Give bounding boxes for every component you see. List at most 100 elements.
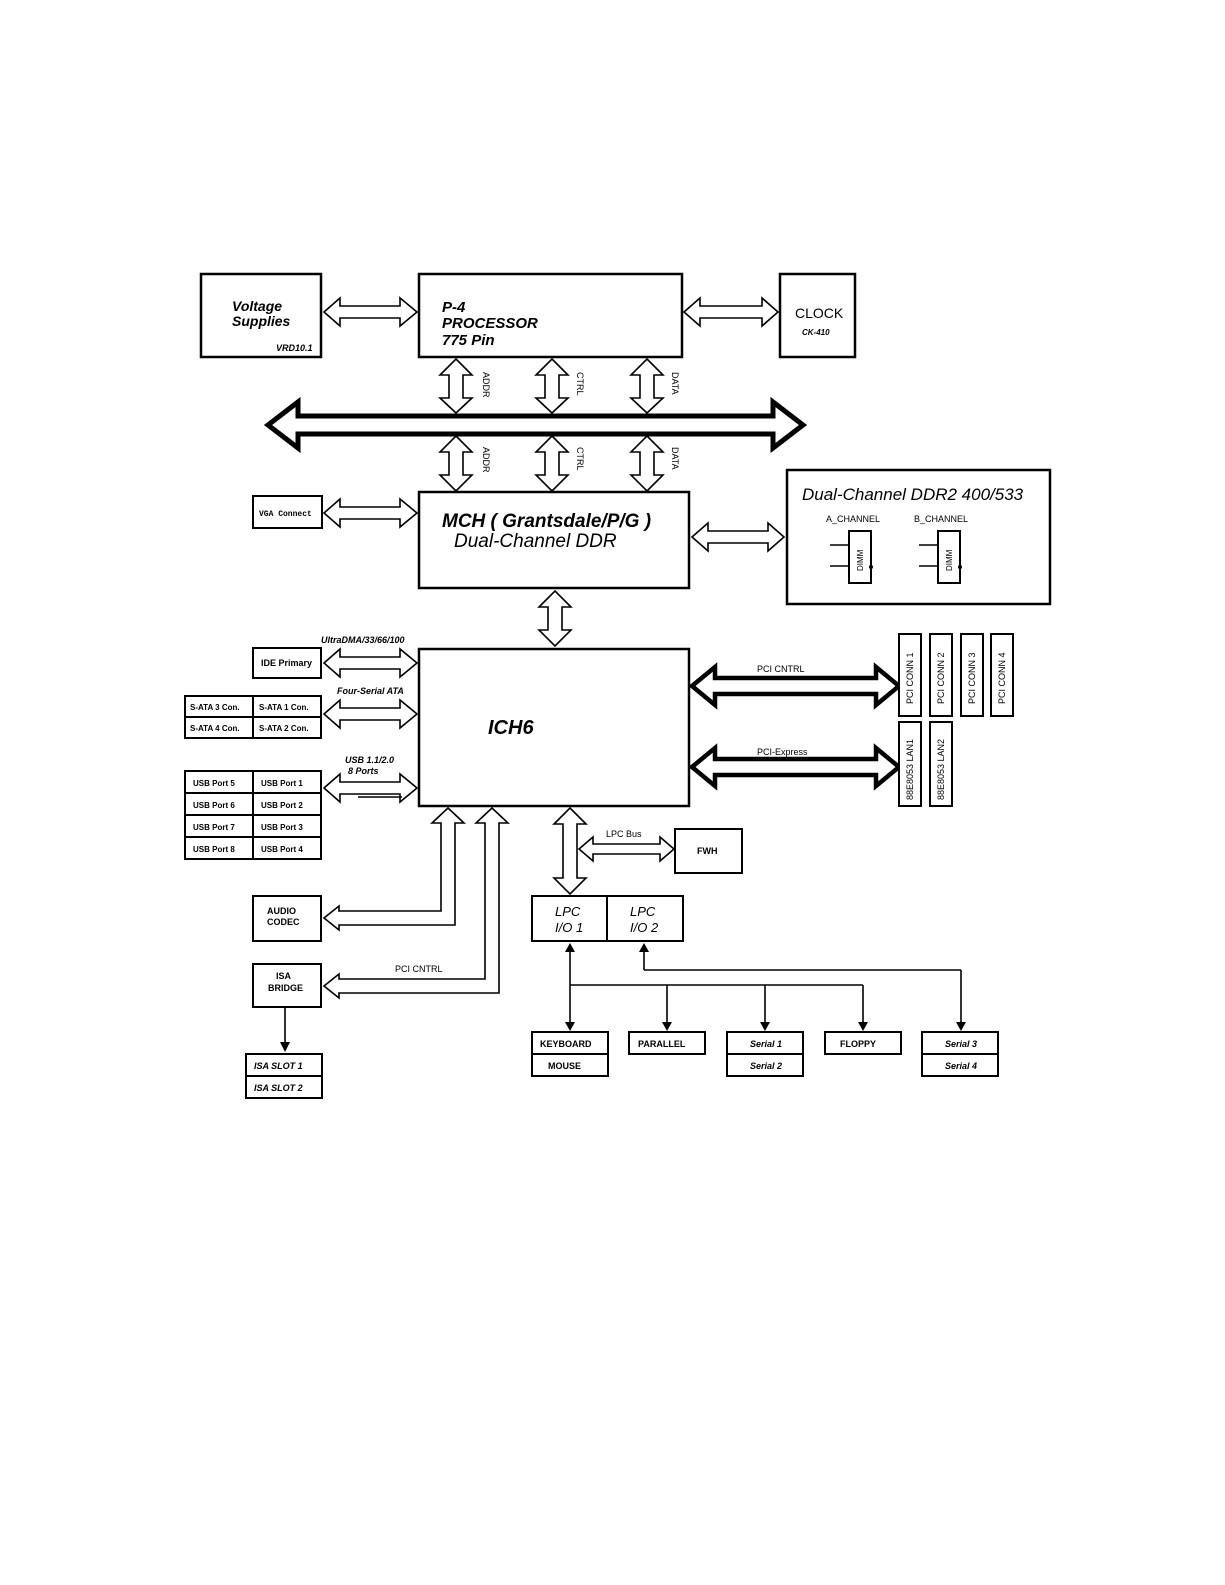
lpc-fwh-arrow <box>577 835 676 863</box>
fwh-block: FWH <box>674 828 743 874</box>
dimm-a-slot: DIMM <box>830 530 873 584</box>
isa-bridge-block: ISA BRIDGE <box>252 963 322 1008</box>
ich-lpc-arrow <box>552 806 588 896</box>
mch-ctrl-arrow <box>534 434 570 493</box>
isa-label-2: BRIDGE <box>268 983 303 993</box>
vga-mch-arrow <box>322 497 419 529</box>
clock-block: CLOCK CK-410 <box>778 272 857 359</box>
lan-2: 88E8053 LAN2 <box>936 739 946 800</box>
mch-label-2: Dual-Channel DDR <box>454 531 617 552</box>
isa-ich-arrow <box>322 806 511 1000</box>
pcie-bus-label: PCI-Express <box>757 747 808 757</box>
mch-memory-arrow <box>690 521 786 553</box>
usb-port-8: USB Port 8 <box>193 845 235 854</box>
lpc-bus-label: LPC Bus <box>606 829 642 839</box>
ide-primary-block: IDE Primary <box>252 647 322 679</box>
voltage-label-1: Voltage <box>232 298 282 314</box>
serial-4-label: Serial 4 <box>945 1061 977 1071</box>
clock-label: CLOCK <box>795 305 844 321</box>
serial-1-label: Serial 1 <box>750 1039 782 1049</box>
vga-label: VGA Connect <box>259 510 312 519</box>
mch-addr-arrow <box>438 434 474 493</box>
serial-2-label: Serial 2 <box>750 1061 782 1071</box>
ctrl-label-bottom: CTRL <box>575 447 585 471</box>
lpc-peripheral-lines <box>565 943 966 1031</box>
usb-port-2: USB Port 2 <box>261 801 303 810</box>
isa-slot-arrowhead <box>280 1042 290 1052</box>
sata-port-3: S-ATA 3 Con. <box>190 703 240 712</box>
mch-block: MCH ( Grantsdale/P/G ) Dual-Channel DDR <box>417 490 691 590</box>
system-bus-arrow <box>263 396 808 454</box>
sata-bus-label: Four-Serial ATA <box>337 686 404 696</box>
ide-ich-arrow <box>322 647 419 679</box>
lpc-io-block: LPC I/O 1 LPC I/O 2 <box>531 895 684 942</box>
processor-addr-arrow <box>437 357 475 415</box>
dimm-b-slot: DIMM <box>919 530 962 584</box>
pci-slot-1: PCI CONN 1 <box>905 652 915 704</box>
channel-b-label: B_CHANNEL <box>914 514 968 524</box>
parallel-label: PARALLEL <box>638 1039 686 1049</box>
memory-block: Dual-Channel DDR2 400/533 A_CHANNEL B_CH… <box>785 468 1052 606</box>
pci-slot-4: PCI CONN 4 <box>997 652 1007 704</box>
usb-port-7: USB Port 7 <box>193 823 235 832</box>
processor-block: P-4 PROCESSOR 775 Pin <box>417 272 684 359</box>
dimm-b-label: DIMM <box>945 549 954 571</box>
ctrl-label-top: CTRL <box>575 372 585 396</box>
floppy-block: FLOPPY <box>824 1031 902 1055</box>
pci-bus-label: PCI CNTRL <box>757 664 805 674</box>
processor-clock-arrow <box>682 296 780 328</box>
usb-ports-block: USB Port 5 USB Port 1 USB Port 6 USB Por… <box>184 770 322 860</box>
dimm-a-label: DIMM <box>856 549 865 571</box>
ich6-label: ICH6 <box>488 717 534 739</box>
mouse-label: MOUSE <box>548 1061 581 1071</box>
lpc-io2-label-1: LPC <box>630 904 656 919</box>
lpc-io1-label-1: LPC <box>555 904 581 919</box>
usb-ich-arrow <box>322 772 419 804</box>
usb-port-6: USB Port 6 <box>193 801 235 810</box>
ide-label: IDE Primary <box>261 658 312 668</box>
lan-1: 88E8053 LAN1 <box>905 739 915 800</box>
sata-ports-block: S-ATA 3 Con. S-ATA 1 Con. S-ATA 4 Con. S… <box>184 695 322 739</box>
parallel-block: PARALLEL <box>628 1031 706 1055</box>
audio-label-1: AUDIO <box>267 906 296 916</box>
ich6-block: ICH6 <box>417 647 691 808</box>
isa-slot-1: ISA SLOT 1 <box>254 1061 303 1071</box>
usb-bus-label-1: USB 1.1/2.0 <box>345 755 394 765</box>
sata-ich-arrow <box>322 698 419 730</box>
usb-bus-label-2: 8 Ports <box>348 766 379 776</box>
audio-codec-block: AUDIO CODEC <box>252 895 322 942</box>
processor-label-1: P-4 <box>442 299 466 316</box>
vga-connect-block: VGA Connect <box>252 495 323 529</box>
floppy-label: FLOPPY <box>840 1039 876 1049</box>
lpc-io1-label-2: I/O 1 <box>555 920 583 935</box>
voltage-processor-arrow <box>322 296 419 328</box>
isa-bus-label: PCI CNTRL <box>395 964 443 974</box>
mch-label-1: MCH ( Grantsdale/P/G ) <box>442 511 651 532</box>
processor-ctrl-arrow <box>533 357 571 415</box>
mch-ich-arrow <box>537 589 573 648</box>
processor-label-3: 775 Pin <box>442 332 495 349</box>
usb-port-3: USB Port 3 <box>261 823 303 832</box>
usb-port-5: USB Port 5 <box>193 779 235 788</box>
keyboard-label: KEYBOARD <box>540 1039 592 1049</box>
channel-a-label: A_CHANNEL <box>826 514 880 524</box>
pci-slot-3: PCI CONN 3 <box>967 652 977 704</box>
voltage-label-2: Supplies <box>232 313 291 329</box>
processor-label-2: PROCESSOR <box>442 315 538 332</box>
clock-model: CK-410 <box>802 328 830 337</box>
lan-block: 88E8053 LAN1 88E8053 LAN2 <box>898 721 953 807</box>
audio-label-2: CODEC <box>267 917 300 927</box>
serial-1-2-block: Serial 1 Serial 2 <box>726 1031 804 1077</box>
serial-3-label: Serial 3 <box>945 1039 977 1049</box>
sata-port-4: S-ATA 4 Con. <box>190 724 240 733</box>
voltage-model: VRD10.1 <box>276 343 313 353</box>
pci-slots-block: PCI CONN 1 PCI CONN 2 PCI CONN 3 PCI CON… <box>898 633 1014 717</box>
usb-port-1: USB Port 1 <box>261 779 303 788</box>
fwh-label: FWH <box>697 846 718 856</box>
lpc-io2-label-2: I/O 2 <box>630 920 659 935</box>
usb-port-4: USB Port 4 <box>261 845 303 854</box>
isa-label-1: ISA <box>276 971 292 981</box>
sata-port-2: S-ATA 2 Con. <box>259 724 309 733</box>
pci-slot-2: PCI CONN 2 <box>936 652 946 704</box>
